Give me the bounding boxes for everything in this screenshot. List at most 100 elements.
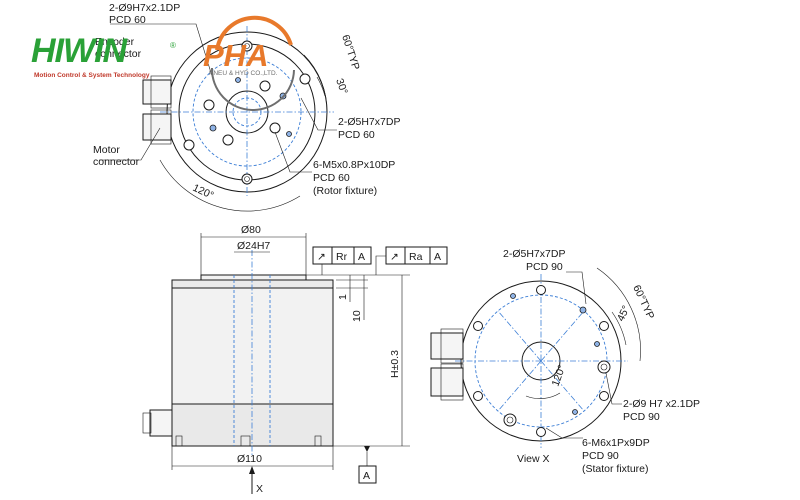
tolerance-rr-symbol: ↗ — [317, 251, 326, 263]
view-x-connector-ridge — [440, 328, 464, 364]
view-x-hole — [536, 285, 546, 295]
side-view-connector-cap — [142, 412, 152, 434]
tolerance-ra-datum: A — [434, 251, 441, 263]
top-view-callout-3-line3: (Rotor fixture) — [313, 185, 377, 197]
view-x-callout-1-line1: 2-Ø5H7x7DP — [503, 248, 565, 260]
view-x-angle-45-label: 45° — [615, 304, 633, 323]
view-x-leader-2 — [605, 372, 622, 405]
view-x-radial — [497, 360, 542, 412]
hiwin-logo: HIWIN ® Motion Control & System Technolo… — [31, 32, 176, 79]
datum-box — [358, 465, 377, 484]
motor-connector-ridge — [150, 109, 172, 145]
side-view-base — [171, 403, 334, 447]
view-x-hole — [599, 321, 609, 331]
view-x-small-hole — [572, 409, 578, 415]
view-x-connector — [430, 367, 464, 397]
top-view-callout-2-line1: 2-Ø5H7x7DP — [338, 116, 400, 128]
view-x-radial — [540, 360, 585, 412]
hiwin-logo-text: HIWIN — [31, 32, 129, 70]
dim-10: 10 — [351, 310, 363, 322]
top-view-small-hole — [286, 131, 292, 137]
top-view-hole — [299, 73, 311, 85]
top-view-leader-2 — [300, 97, 337, 131]
top-view-hole — [222, 134, 234, 146]
side-view: ↗ Rr A ↗ Ra A A X Ø80 Ø24H7 Ø110 1 10 H±… — [142, 224, 448, 495]
top-view-callout-3-line2: PCD 60 — [313, 172, 350, 184]
top-view-hole — [241, 173, 253, 185]
top-view: 2-Ø9H7x2.1DP PCD 60 Encoder connector Mo… — [93, 2, 400, 212]
dim-od80: Ø80 — [241, 224, 261, 236]
view-x-small-hole — [510, 293, 516, 299]
view-x-hole — [536, 427, 546, 437]
tolerance-rr-type: Rr — [336, 251, 348, 263]
view-x-callout-2-line1: 2-Ø9 H7 x2.1DP — [623, 398, 700, 410]
view-x-callout-1-line2: PCD 90 — [526, 261, 563, 273]
view-x-angle-arc-60 — [596, 267, 641, 362]
dim-height: H±0.3 — [389, 350, 401, 378]
top-view-hole — [203, 99, 215, 111]
pha-logo-arc — [215, 15, 293, 51]
top-view-angle-120-label: 120° — [191, 182, 216, 202]
view-x-dowel-hole — [597, 360, 611, 374]
side-view-body — [171, 287, 334, 405]
hiwin-tagline: Motion Control & System Technology — [34, 72, 150, 79]
view-x-callout-3-line2: PCD 90 — [582, 450, 619, 462]
view-x-hole — [599, 391, 609, 401]
view-x-small-hole — [579, 306, 587, 314]
top-view-callout-1-line1: 2-Ø9H7x2.1DP — [109, 2, 180, 14]
top-view-hole-inner — [244, 176, 250, 182]
side-view-connector — [149, 409, 173, 437]
view-x-hole — [473, 391, 483, 401]
view-x-angle-arc-45 — [611, 311, 627, 346]
top-view-hole — [269, 122, 281, 134]
top-view-small-hole — [209, 124, 217, 132]
motor-connector-leader — [99, 127, 161, 161]
hiwin-registered-mark: ® — [170, 41, 176, 50]
side-view-base-slot — [175, 435, 183, 447]
tolerance-ra-symbol: ↗ — [390, 251, 399, 263]
view-x-connector-ridge — [440, 363, 464, 401]
dim-step: 1 — [337, 294, 349, 300]
encoder-connector-shape — [142, 79, 172, 105]
encoder-connector-ridge — [150, 75, 172, 109]
top-view-hole — [241, 40, 253, 52]
view-x-dowel-hole — [503, 413, 517, 427]
top-view-hole — [259, 80, 271, 92]
view-x-callout-2-line2: PCD 90 — [623, 411, 660, 423]
dim-od110: Ø110 — [237, 453, 262, 465]
view-x-callout-3-line1: 6-M6x1Px9DP — [582, 437, 650, 449]
view-arrow-head — [249, 466, 255, 474]
side-view-rotor-top — [200, 274, 307, 281]
view-x-dowel-inner — [506, 416, 514, 424]
top-view-angle-arc-60 — [303, 54, 328, 113]
pha-logo-text: PHA — [203, 38, 268, 73]
view-x-leader-1 — [566, 271, 587, 305]
view-x-leader-3 — [545, 427, 583, 439]
top-view-leader-3 — [274, 131, 312, 173]
view-x-hole — [473, 321, 483, 331]
pha-logo: PHA PNEU & HYD CO.,LTD. — [203, 15, 295, 111]
pha-tagline: PNEU & HYD CO.,LTD. — [209, 70, 278, 77]
top-view-small-hole — [235, 77, 241, 83]
top-view-hole — [183, 139, 195, 151]
tolerance-frame-rr: ↗ Rr A — [312, 246, 372, 275]
top-view-angle-30-label: 30° — [333, 77, 350, 96]
view-x-dowel-inner — [600, 363, 608, 371]
top-view-callout-3-line1: 6-M5x0.8Px10DP — [313, 159, 395, 171]
view-x-small-hole — [594, 341, 600, 347]
tolerance-frame-ra: ↗ Ra A — [375, 246, 448, 275]
view-x: 2-Ø5H7x7DP PCD 90 60°TYP 45° 120° 2-Ø9 H… — [430, 248, 700, 475]
top-view-hole-inner — [244, 43, 250, 49]
view-x-angle-arc-120 — [525, 392, 561, 399]
encoder-connector-label-line1: Encoder — [95, 36, 135, 48]
top-view-angle-arc-30 — [316, 76, 326, 97]
view-x-label: View X — [517, 453, 550, 465]
tolerance-ra-type: Ra — [409, 251, 423, 263]
view-arrow-label: X — [256, 483, 263, 495]
dim-bore: Ø24H7 — [237, 240, 270, 252]
view-x-radial — [497, 310, 542, 362]
pha-logo-arc-grey — [210, 67, 295, 111]
side-view-base-slot — [314, 435, 322, 447]
top-view-callout-2-line2: PCD 60 — [338, 129, 375, 141]
